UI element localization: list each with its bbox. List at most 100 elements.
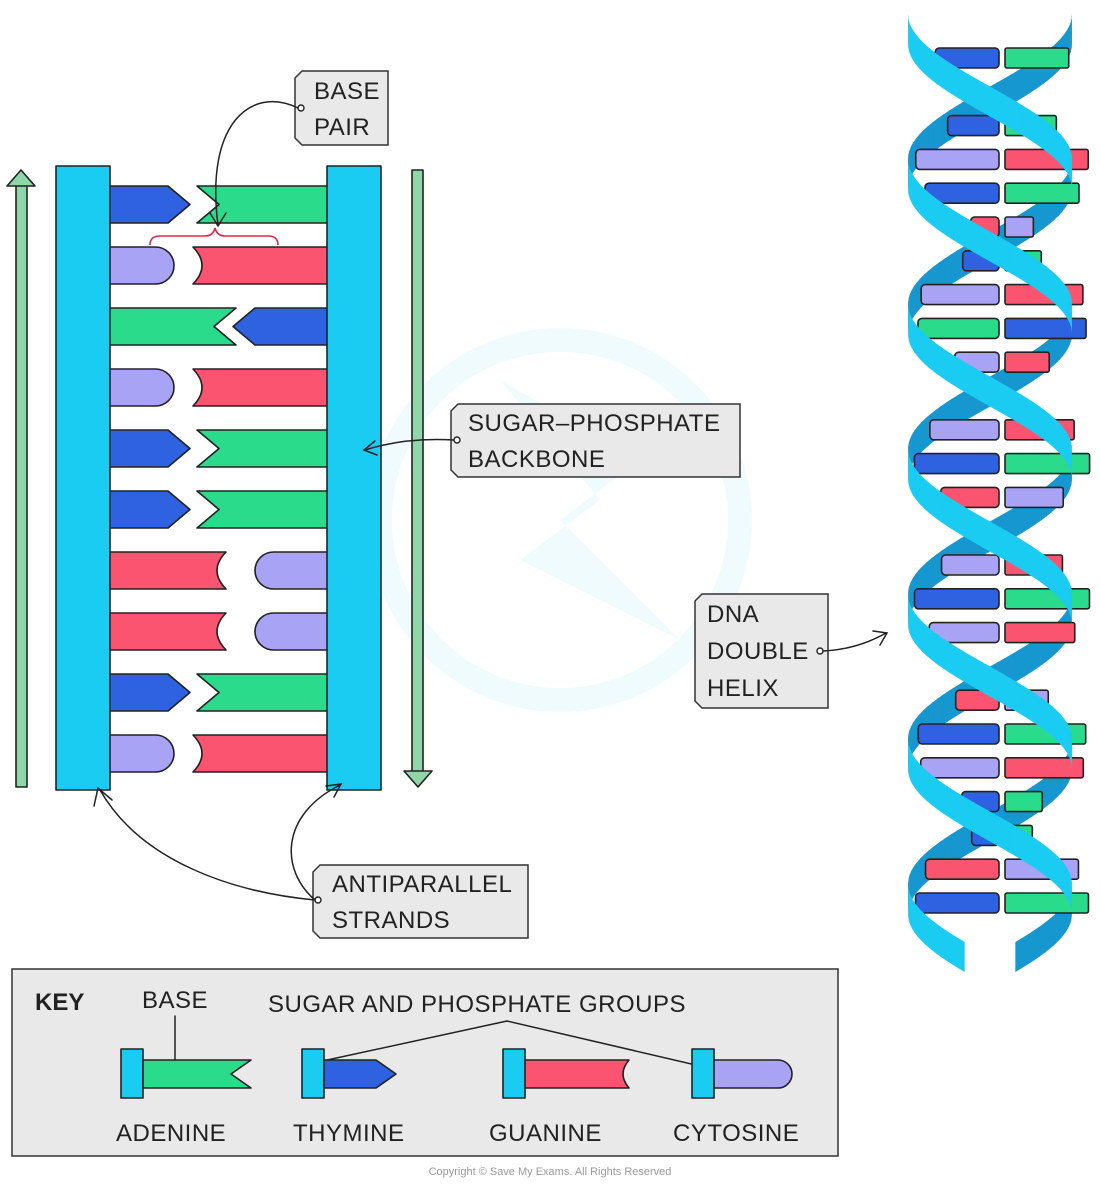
helix-strand-1-segment <box>987 810 996 845</box>
helix-strand-1-segment <box>1034 258 1042 293</box>
helix-strand-2-segment <box>1056 130 1061 165</box>
helix-strand-2-segment <box>920 910 926 945</box>
helix-strand-1-segment <box>1055 274 1060 309</box>
helix-strand-1-segment <box>1043 554 1050 589</box>
helix-strand-2-segment <box>1063 718 1067 753</box>
helix-strand-2-segment <box>913 282 918 317</box>
helix-base-adenine <box>1004 587 1091 610</box>
helix-base-thymine <box>917 723 1000 745</box>
helix-strand-2-segment <box>1003 94 1012 129</box>
base-cytosine-left-2 <box>107 246 175 285</box>
helix-strand-1-segment <box>941 782 948 817</box>
helix-strand-2-segment <box>912 30 917 65</box>
helix-strand-1-segment <box>913 718 917 753</box>
helix-strand-1-segment <box>1067 578 1070 613</box>
helix-strand-2-segment <box>1041 698 1048 733</box>
helix-strand-1-segment <box>1065 286 1069 321</box>
helix-base-thymine <box>1004 317 1087 340</box>
helix-strand-1-segment <box>1005 530 1013 565</box>
helix-strand-2-segment <box>1062 426 1066 461</box>
helix-strand-1-segment <box>917 182 923 217</box>
helix-strand-1-segment <box>1059 858 1064 893</box>
helix-strand-1-segment <box>921 186 927 221</box>
helix-strand-1-segment <box>1059 278 1064 313</box>
helix-strand-1-segment <box>930 194 937 229</box>
helix-strand-1-segment <box>910 142 914 177</box>
helix-base-cytosine <box>929 418 1000 441</box>
helix-strand-1-segment <box>941 202 948 237</box>
base-guanine-left-7 <box>107 551 227 590</box>
helix-strand-1-segment <box>958 390 967 425</box>
backbone-line-2: BACKBONE <box>468 446 605 473</box>
helix-strand-2-segment <box>942 638 950 673</box>
helix-base-cytosine <box>920 283 1000 306</box>
helix-strand-2-segment <box>971 366 980 401</box>
base-thymine-left-5 <box>107 429 191 468</box>
key-title: KEY <box>35 989 84 1016</box>
dna-double-helix <box>908 14 1091 972</box>
helix-strand-2-segment <box>1056 710 1061 745</box>
helix-strand-2-segment <box>917 906 922 941</box>
helix-strand-1-segment <box>1040 262 1047 297</box>
helix-strand-2-segment <box>924 334 930 369</box>
helix-strand-2-segment <box>1036 114 1043 149</box>
helix-strand-2-segment <box>954 646 963 681</box>
helix-strand-2-segment <box>908 890 911 925</box>
helix-strand-2-segment <box>950 250 959 285</box>
base-adenine-right-9 <box>196 673 330 712</box>
helix-base-cytosine <box>1004 486 1065 509</box>
helix-strand-2-segment <box>918 618 924 653</box>
helix-strand-1-segment <box>1068 870 1071 905</box>
helix-strand-1-segment <box>908 450 909 485</box>
helix-strand-2-segment <box>1010 98 1019 133</box>
helix-strand-1-segment <box>1017 66 1026 101</box>
helix-strand-2-segment <box>908 18 910 53</box>
helix-strand-2-segment <box>1047 122 1053 157</box>
key-base-label: BASE <box>142 987 208 1014</box>
helix-strand-1-segment <box>1050 914 1056 949</box>
helix-strand-1-segment <box>953 790 961 825</box>
key-cytosine-sugar-phosphate <box>691 1048 715 1099</box>
helix-strand-2-segment <box>964 362 973 397</box>
key-cytosine-label: CYTOSINE <box>673 1120 799 1147</box>
helix-strand-2-segment <box>917 326 922 361</box>
helix-strand-2-segment <box>982 82 991 117</box>
helix-strand-1-segment <box>976 514 985 549</box>
helix-strand-1-segment <box>997 526 1007 561</box>
helix-strand-2-segment <box>1066 142 1070 177</box>
helix-base-guanine <box>1004 756 1085 779</box>
helix-strand-1-segment <box>1015 246 1023 281</box>
helix-strand-1-segment <box>959 794 968 829</box>
helix-strand-2-segment <box>920 854 925 889</box>
direction-arrow-up <box>6 169 36 788</box>
helix-strand-2-segment <box>954 66 963 101</box>
helix-strand-1-segment <box>966 218 975 253</box>
helix-base-thymine <box>913 587 1000 610</box>
helix-strand-2-segment <box>958 938 965 972</box>
helix-strand-1-segment <box>1071 878 1072 913</box>
helix-strand-2-segment <box>996 670 1005 705</box>
helix-strand-1-segment <box>925 414 931 449</box>
helix-strand-1-segment <box>1040 842 1047 877</box>
base-adenine-right-5 <box>196 429 330 468</box>
helix-strand-2-segment <box>992 378 1001 413</box>
helix-strand-2-segment <box>1010 678 1019 713</box>
helix-strand-2-segment <box>911 286 915 321</box>
helix-strand-2-segment <box>1009 506 1018 541</box>
helix-strand-2-segment <box>910 26 914 61</box>
helix-strand-2-segment <box>908 306 909 341</box>
helix-strand-1-segment <box>917 762 923 797</box>
base-adenine-right-6 <box>196 490 330 529</box>
helix-base-adenine <box>1004 790 1044 813</box>
helix-strand-2-segment <box>1043 774 1050 809</box>
helix-strand-1-segment <box>1033 926 1041 961</box>
base-cytosine-left-4 <box>107 368 175 407</box>
helix-strand-1-segment <box>973 222 982 257</box>
helix-strand-2-segment <box>1026 398 1034 433</box>
helix-base-thymine <box>946 114 1000 137</box>
helix-strand-1-segment <box>914 758 919 793</box>
helix-strand-1-segment <box>1001 238 1010 273</box>
helix-strand-1-segment <box>1068 22 1071 57</box>
helix-strand-2-segment <box>910 578 913 613</box>
base-guanine-left-8 <box>107 612 227 651</box>
